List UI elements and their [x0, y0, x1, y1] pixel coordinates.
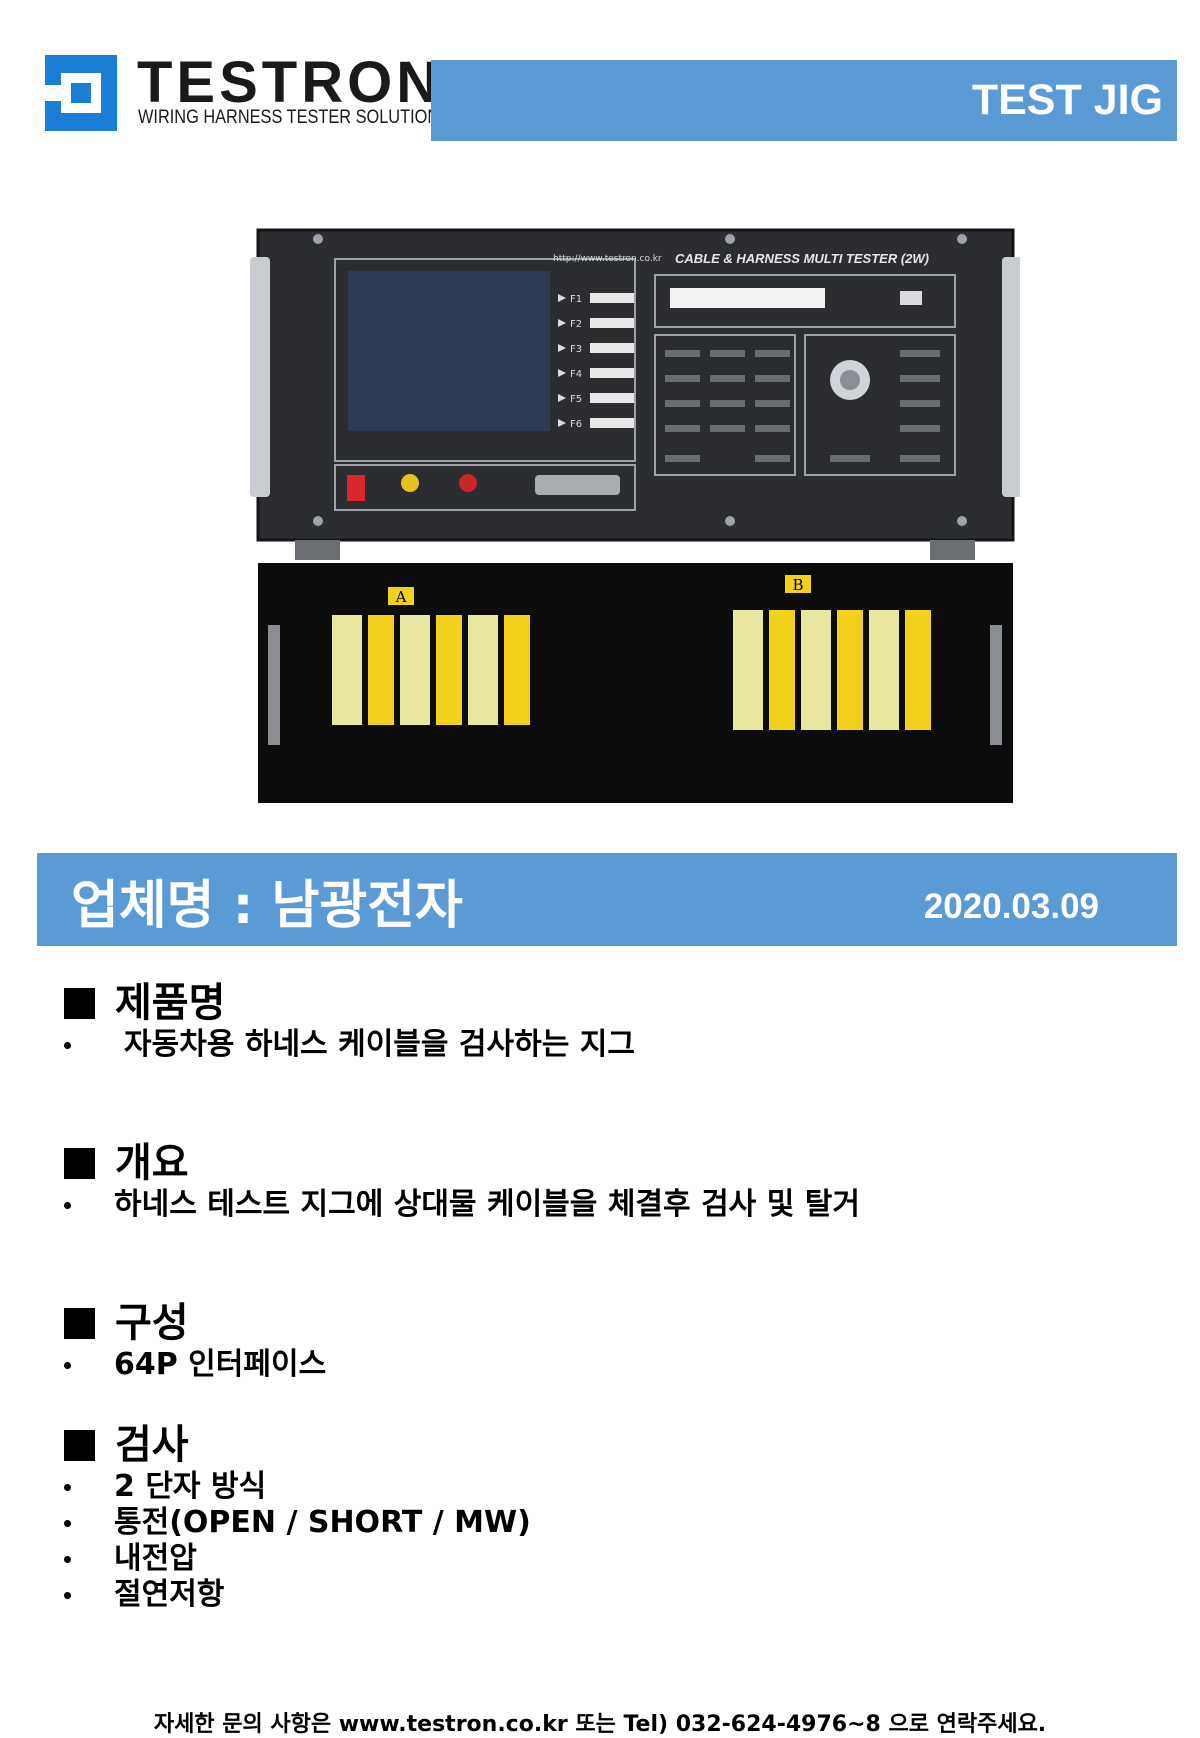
company-bar: 업체명 : 남광전자 2020.03.09 [37, 853, 1177, 946]
list-item: 64P 인터페이스 [64, 1347, 326, 1383]
lcd-screen [348, 271, 550, 431]
list-item: 통전(OPEN / SHORT / MW) [64, 1505, 531, 1541]
function-keys: F1 F2 F3 F4 F5 F6 [558, 293, 634, 430]
list-item: 하네스 테스트 지그에 상대물 케이블을 체결후 검사 및 탈거 [64, 1187, 860, 1223]
bullet-icon [64, 1592, 71, 1599]
connector-a-label: A [395, 588, 407, 606]
printer-port-icon [535, 475, 620, 495]
status-display [670, 288, 825, 308]
navigation-frame [804, 334, 956, 476]
probe-jack-icon [401, 474, 419, 492]
logo-brand-name: TESTRON [137, 50, 443, 115]
display-frame [334, 258, 636, 462]
list-item: 절연저항 [64, 1577, 531, 1613]
keypad-frame [654, 334, 796, 476]
section-configuration: 구성 64P 인터페이스 [64, 1299, 326, 1383]
contact-footer: 자세한 문의 사항은 www.testron.co.kr 또는 Tel) 032… [153, 1712, 1047, 1737]
left-handle [250, 257, 270, 497]
square-bullet-icon [64, 987, 95, 1019]
section-title: 개요 [115, 1140, 189, 1186]
logo-mark-icon [45, 55, 117, 131]
svg-text:F3: F3 [570, 344, 582, 355]
bullet-icon [64, 1202, 71, 1209]
section-inspection: 검사 2 단자 방식 통전(OPEN / SHORT / MW) 내전압 절연저… [64, 1421, 531, 1613]
connector-b: B [733, 575, 931, 730]
section-title: 구성 [115, 1300, 189, 1346]
header-title: TEST JIG [971, 76, 1163, 124]
bullet-icon [64, 1484, 71, 1491]
control-strip [334, 464, 636, 511]
svg-text:F6: F6 [570, 419, 582, 430]
section-product-name: 제품명 자동차용 하네스 케이블을 검사하는 지그 [64, 979, 635, 1063]
svg-text:F5: F5 [570, 394, 582, 405]
svg-text:F2: F2 [570, 319, 582, 330]
header-bar: TEST JIG [431, 60, 1177, 141]
connector-a: A [332, 587, 530, 725]
company-name: 업체명 : 남광전자 [71, 876, 463, 936]
bullet-icon [64, 1556, 71, 1563]
square-bullet-icon [64, 1429, 95, 1461]
section-title: 제품명 [115, 980, 226, 1026]
bullet-icon [64, 1042, 71, 1049]
product-photo: http://www.testron.co.kr F1 F2 F3 F4 F5 … [250, 228, 1020, 803]
document-date: 2020.03.09 [923, 887, 1099, 926]
svg-text:F1: F1 [570, 294, 582, 305]
section-title: 검사 [115, 1422, 189, 1468]
company-logo: TESTRON WIRING HARNESS TESTER SOLUTIONS [45, 50, 450, 135]
power-switch-icon [347, 475, 365, 501]
list-item: 2 단자 방식 [64, 1469, 531, 1505]
volume-knob-icon [459, 474, 477, 492]
panel-title: CABLE & HARNESS MULTI TESTER (2W) [675, 251, 929, 266]
section-overview: 개요 하네스 테스트 지그에 상대물 케이블을 체결후 검사 및 탈거 [64, 1139, 860, 1223]
square-bullet-icon [64, 1147, 95, 1179]
panel-url: http://www.testron.co.kr [553, 254, 662, 264]
right-handle [1002, 257, 1020, 497]
svg-text:F4: F4 [570, 369, 582, 380]
list-item: 내전압 [64, 1541, 531, 1577]
keypad-keys [665, 350, 790, 462]
connector-b-label: B [792, 576, 803, 594]
status-frame [654, 274, 956, 328]
logo-tagline: WIRING HARNESS TESTER SOLUTIONS [138, 107, 451, 128]
bullet-icon [64, 1362, 71, 1369]
bullet-icon [64, 1520, 71, 1527]
square-bullet-icon [64, 1307, 95, 1339]
usb-port-icon [900, 291, 922, 305]
list-item: 자동차용 하네스 케이블을 검사하는 지그 [64, 1027, 635, 1063]
